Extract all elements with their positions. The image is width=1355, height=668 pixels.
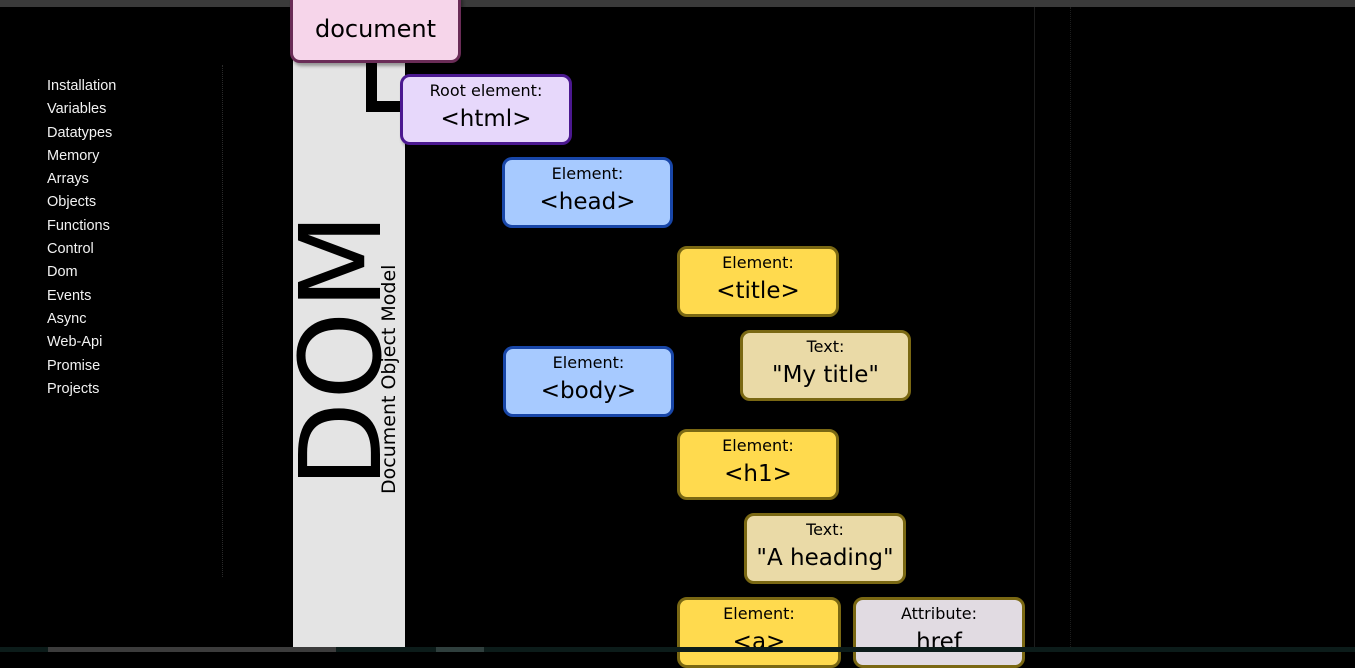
node-h1: Element: <h1>	[677, 429, 839, 500]
node-html-value: <html>	[440, 106, 532, 132]
sidebar-item-projects[interactable]: Projects	[47, 380, 100, 397]
connector-title-text	[782, 316, 792, 332]
connector-head-trunk	[585, 226, 596, 298]
connector-h1-branch	[585, 457, 680, 468]
node-html-kind: Root element:	[429, 81, 543, 100]
node-title-text-kind: Text:	[806, 337, 845, 356]
node-body-kind: Element:	[552, 353, 625, 372]
connector-body-branch	[474, 373, 504, 384]
node-h1-text-value: "A heading"	[756, 545, 894, 571]
connector-a-branch	[585, 624, 680, 635]
node-html: Root element: <html>	[400, 74, 572, 145]
node-h1-text: Text: "A heading"	[744, 513, 906, 584]
node-h1-text-kind: Text:	[806, 520, 844, 539]
sidebar-item-datatypes[interactable]: Datatypes	[47, 124, 113, 141]
node-head-value: <head>	[539, 189, 636, 215]
node-h1-value: <h1>	[724, 461, 792, 487]
sidebar-item-web-api[interactable]: Web-Api	[47, 334, 103, 351]
node-title: Element: <title>	[677, 246, 839, 317]
scrollbar-thumb[interactable]	[48, 647, 336, 652]
sidebar-item-control[interactable]: Control	[47, 241, 94, 258]
node-title-kind: Element:	[722, 253, 794, 272]
node-head-kind: Element:	[551, 164, 624, 183]
sidebar-item-variables[interactable]: Variables	[47, 101, 107, 118]
sidebar-item-arrays[interactable]: Arrays	[47, 171, 89, 188]
dom-label-band	[293, 7, 405, 652]
sidebar	[0, 7, 285, 647]
horizontal-scrollbar[interactable]	[0, 647, 1355, 652]
content-right-border	[1034, 7, 1035, 647]
sidebar-item-installation[interactable]: Installation	[47, 78, 117, 94]
right-column-divider	[1070, 7, 1071, 647]
node-title-text: Text: "My title"	[740, 330, 911, 401]
dom-title: DOM	[277, 210, 407, 488]
dom-subtitle: Document Object Model	[378, 264, 400, 494]
node-href-kind: Attribute:	[900, 604, 978, 623]
dom-diagram-image	[285, 7, 1035, 652]
node-a-kind: Element:	[723, 604, 795, 623]
node-head: Element: <head>	[502, 157, 673, 228]
sidebar-item-async[interactable]: Async	[47, 310, 87, 327]
connector-html-trunk	[474, 144, 485, 434]
sidebar-item-functions[interactable]: Functions	[47, 217, 110, 234]
node-body: Element: <body>	[503, 346, 674, 417]
window-top-bar	[0, 0, 1355, 7]
connector-head-branch	[474, 188, 504, 199]
node-h1-kind: Element:	[722, 436, 794, 455]
sidebar-item-memory[interactable]: Memory	[47, 147, 100, 164]
connector-document-html-v	[366, 62, 377, 112]
sidebar-item-objects[interactable]: Objects	[47, 194, 97, 211]
sidebar-item-dom[interactable]: Dom	[47, 264, 78, 281]
node-document-value: document	[314, 15, 437, 43]
connector-document-html-h	[366, 101, 402, 112]
sidebar-nav: Installation Variables Datatypes Memory …	[47, 76, 116, 402]
sidebar-item-events[interactable]: Events	[47, 287, 92, 304]
scrollbar-segment	[436, 647, 484, 652]
connector-title-branch	[585, 270, 680, 281]
node-title-text-value: "My title"	[772, 362, 879, 388]
sidebar-item-promise[interactable]: Promise	[47, 357, 101, 374]
node-title-value: <title>	[716, 278, 800, 304]
node-body-value: <body>	[540, 378, 637, 404]
node-href: Attribute: href	[853, 597, 1025, 668]
sidebar-divider	[222, 65, 223, 577]
node-a: Element: <a>	[677, 597, 841, 668]
node-document: document	[290, 0, 461, 63]
connector-body-trunk	[585, 416, 596, 652]
